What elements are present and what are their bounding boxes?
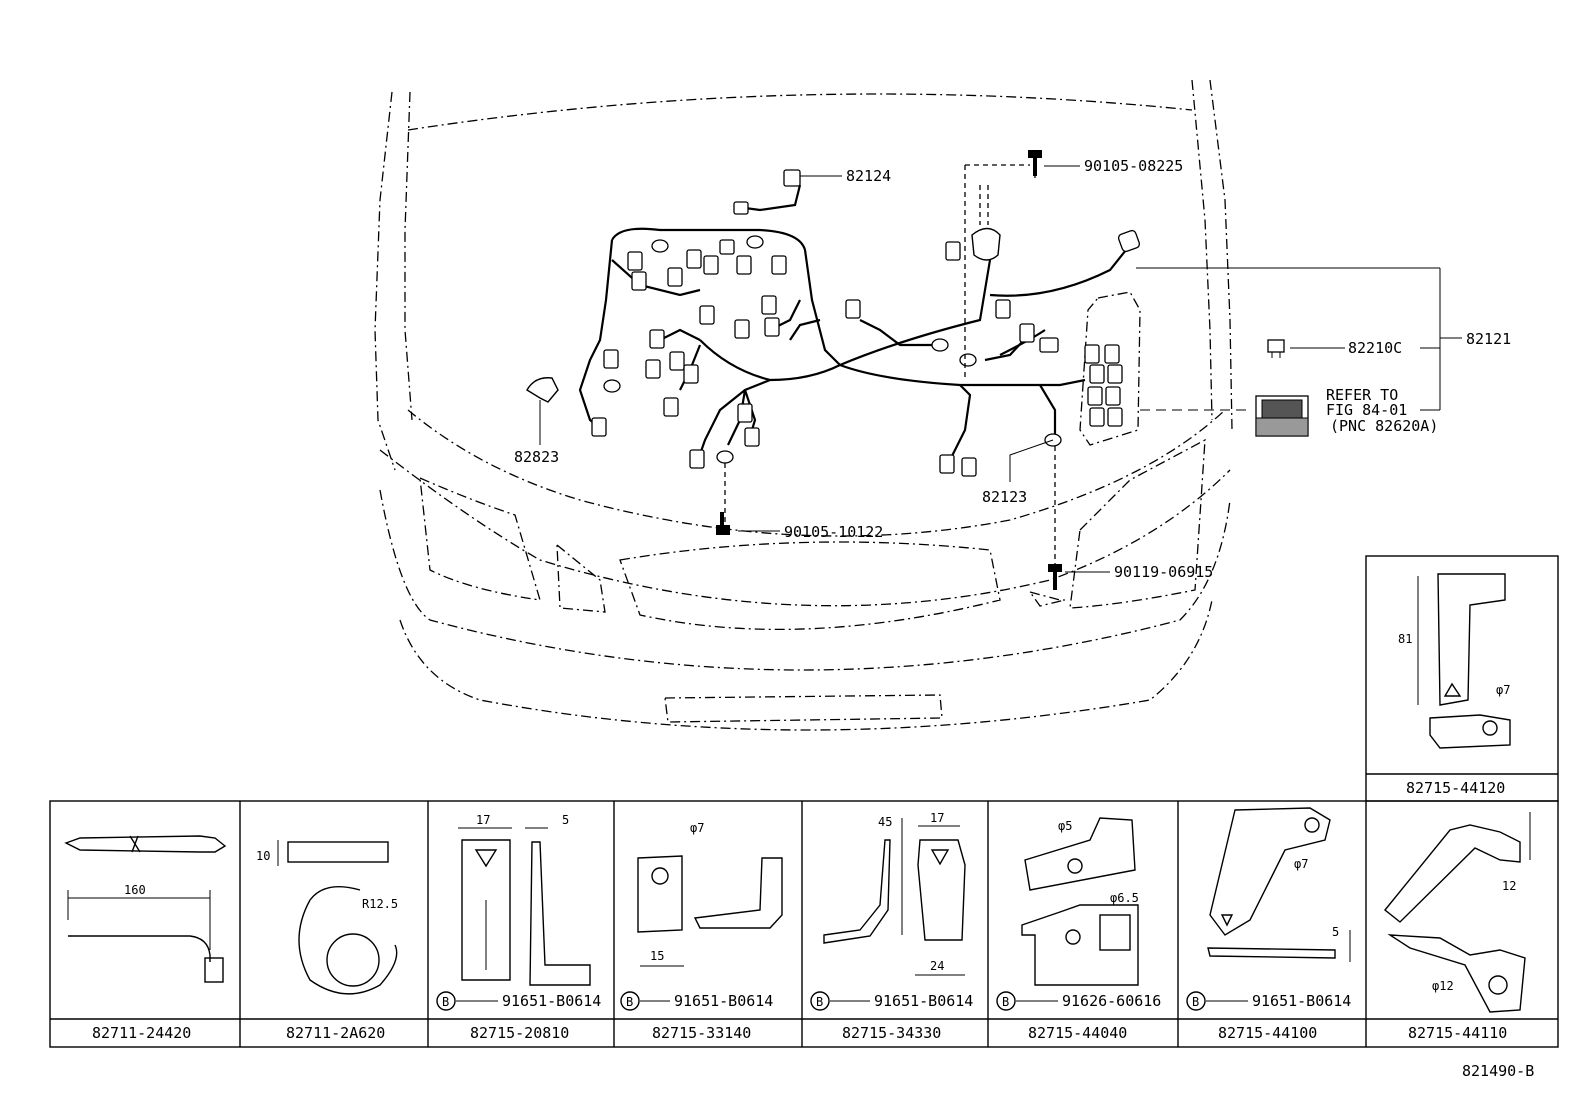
- callout-labels: 82124 90105-08225 82121 82210C REFER TO …: [514, 157, 1511, 581]
- dim-17: 17: [476, 813, 490, 827]
- label-refer-fig: FIG 84-01: [1326, 401, 1407, 419]
- dim-phi7: φ7: [1294, 857, 1308, 871]
- part-drawing-cable-tie: 160: [64, 835, 227, 983]
- dim-10: 10: [256, 849, 270, 863]
- label-90119-06915: 90119-06915: [1114, 563, 1213, 581]
- panel-part-number: 82715-33140: [652, 1024, 751, 1042]
- panel-part-number: 82715-44110: [1408, 1024, 1507, 1042]
- label-90105-08225: 90105-08225: [1084, 157, 1183, 175]
- bolt-icon: [716, 512, 730, 535]
- panel-part-number: 82715-44120: [1406, 779, 1505, 797]
- part-drawing-bracket: 45 17 24: [823, 811, 966, 976]
- bolt-mark-b: B: [1002, 995, 1009, 1009]
- part-drawing-clamp: 10 R12.5: [256, 840, 398, 995]
- figure-id: 821490-B: [1462, 1062, 1534, 1080]
- panel-part-number: 82715-44100: [1218, 1024, 1317, 1042]
- bolt-icon: [1048, 564, 1062, 590]
- dim-45: 45: [878, 815, 892, 829]
- bolt-mark-b: B: [626, 995, 633, 1009]
- label-82823: 82823: [514, 448, 559, 466]
- part-drawing-bracket: φ7 15: [637, 821, 783, 967]
- bolt-mark-b: B: [442, 995, 449, 1009]
- label-refer-to: REFER TO: [1326, 386, 1398, 404]
- fuse-icon: [1267, 339, 1285, 358]
- dim-phi12: φ12: [1432, 979, 1454, 993]
- relay-block-icon: [1255, 395, 1309, 437]
- bolt-part-number: 91651-B0614: [674, 992, 773, 1010]
- part-drawing-bracket: 12 φ12: [1384, 812, 1531, 1013]
- label-82123: 82123: [982, 488, 1027, 506]
- label-82121: 82121: [1466, 330, 1511, 348]
- dim-17: 17: [930, 811, 944, 825]
- part-drawing-bracket: φ7 5: [1207, 807, 1351, 962]
- parts-table: [49, 555, 1559, 1048]
- callout-leaders: [539, 150, 1462, 590]
- vehicle-outline: [374, 79, 1233, 731]
- panel-part-number: 82715-34330: [842, 1024, 941, 1042]
- bolt-note-row: B 91651-B0614 B 91651-B0614 B 91651-B061…: [436, 991, 1351, 1011]
- dim-r12-5: R12.5: [362, 897, 398, 911]
- part-drawing-bracket: 81 φ7: [1398, 573, 1511, 749]
- part-drawing-bracket: φ5 φ6.5: [1021, 817, 1139, 986]
- dim-5: 5: [562, 813, 569, 827]
- dim-phi7: φ7: [1496, 683, 1510, 697]
- bolt-part-number: 91651-B0614: [874, 992, 973, 1010]
- dim-24: 24: [930, 959, 944, 973]
- bolt-mark-b: B: [1192, 995, 1199, 1009]
- dim-phi7: φ7: [690, 821, 704, 835]
- dim-15: 15: [650, 949, 664, 963]
- dim-5: 5: [1332, 925, 1339, 939]
- panel-part-number: 82715-44040: [1028, 1024, 1127, 1042]
- panel-part-number: 82715-20810: [470, 1024, 569, 1042]
- part-drawing-bracket: 17 5: [458, 813, 591, 986]
- dim-81: 81: [1398, 632, 1412, 646]
- panel-part-number: 82711-2A620: [286, 1024, 385, 1042]
- bolt-icon: [1028, 150, 1042, 176]
- label-90105-10122: 90105-10122: [784, 523, 883, 541]
- dim-160: 160: [124, 883, 146, 897]
- bolt-mark-b: B: [816, 995, 823, 1009]
- dim-phi5: φ5: [1058, 819, 1072, 833]
- engine-wire-harness: [526, 169, 1141, 477]
- dim-phi6-5: φ6.5: [1110, 891, 1139, 905]
- panel-part-numbers: 82711-24420 82711-2A620 82715-20810 8271…: [92, 779, 1507, 1042]
- panel-part-number: 82711-24420: [92, 1024, 191, 1042]
- dim-12: 12: [1502, 879, 1516, 893]
- bolt-part-number: 91626-60616: [1062, 992, 1161, 1010]
- bolt-part-number: 91651-B0614: [1252, 992, 1351, 1010]
- label-82210c: 82210C: [1348, 339, 1402, 357]
- label-refer-pnc: (PNC 82620A): [1330, 417, 1438, 435]
- label-82124: 82124: [846, 167, 891, 185]
- bolt-part-number: 91651-B0614: [502, 992, 601, 1010]
